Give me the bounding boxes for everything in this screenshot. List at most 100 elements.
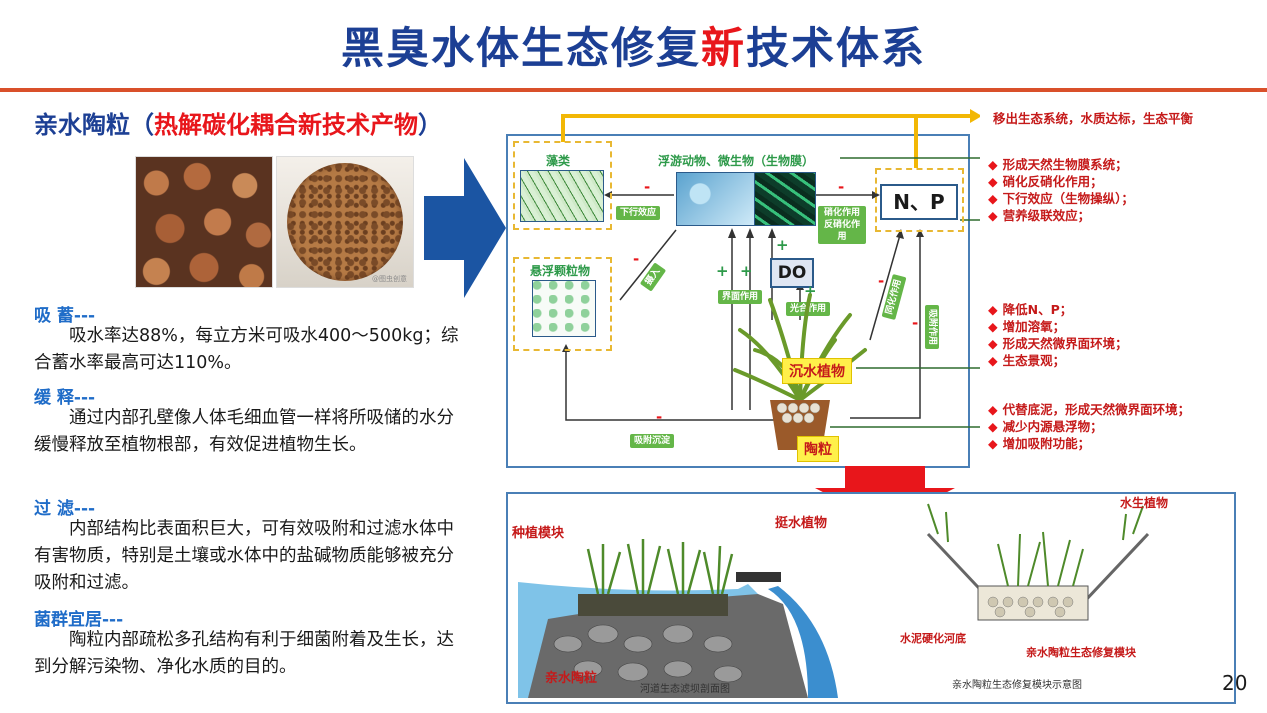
algae-group: [513, 141, 612, 230]
section-head-filter: 过 滤---: [34, 499, 96, 519]
aquatic-plant-label: 水生植物: [1120, 496, 1169, 510]
section-body-release: 通过内部孔壁像人体毛细血管一样将所吸储的水分缓慢释放至植物根部，有效促进植物生长…: [34, 408, 454, 455]
minus-sign: -: [633, 250, 640, 268]
note-item: ◆ 代替底泥，形成天然微界面环境；: [988, 401, 1190, 418]
minus-sign: -: [656, 408, 663, 426]
note-item: ◆形成天然生物膜系统；: [988, 156, 1134, 173]
notes-group-1: ◆形成天然生物膜系统； ◆ 硝化反硝化作用； ◆ 下行效应（生物操纵）； ◆ 营养级联…: [988, 156, 1134, 224]
plants-label: 沉水植物: [782, 358, 852, 384]
emergent-plant-label: 挺水植物: [775, 516, 828, 531]
note-item: ◆ 形成天然微界面环境；: [988, 335, 1128, 352]
diamond-icon: ◆: [988, 402, 998, 417]
ceramsite-disc: [287, 163, 403, 281]
section-body-bacteria: 陶粒内部疏松多孔结构有利于细菌附着及生长，达到分解污染物、净化水质的目的。: [34, 630, 454, 677]
plus-sign: +: [740, 262, 753, 280]
minus-sign: -: [912, 314, 919, 332]
note-text: 营养级联效应；: [1002, 208, 1091, 223]
ecosystem-diagram: [506, 134, 970, 468]
ceramsite-photo: [135, 156, 273, 288]
title-part2: 技术体系: [746, 24, 926, 74]
algae-image: [520, 170, 604, 222]
note-text: 降低N、P；: [1002, 302, 1073, 317]
plus-sign: +: [716, 262, 729, 280]
np-group: [875, 168, 964, 232]
np-label: N、P: [880, 184, 958, 220]
diamond-icon: ◆: [988, 191, 998, 206]
bacteria-image: [754, 172, 816, 226]
note-item: ◆ 营养级联效应；: [988, 207, 1134, 224]
note-item: ◆ 减少内源悬浮物；: [988, 418, 1190, 435]
plus-sign: +: [804, 282, 817, 300]
plankton-image: [676, 172, 755, 226]
suspended-group: [513, 257, 612, 351]
subtitle-end: ）: [418, 111, 442, 139]
suspended-label: 悬浮颗粒物: [530, 264, 591, 278]
note-text: 形成天然生物膜系统；: [1002, 157, 1128, 172]
note-text: 减少内源悬浮物；: [1002, 419, 1103, 434]
page-title: 黑臭水体生态修复新技术体系: [0, 14, 1267, 76]
subtitle-main: 亲水陶粒（: [34, 111, 154, 139]
note-item: ◆ 硝化反硝化作用；: [988, 173, 1134, 190]
note-item: ◆ 生态景观；: [988, 352, 1128, 369]
tag-adsorb: 吸附作用: [925, 304, 940, 350]
top-note: 移出生态系统，水质达标，生态平衡: [993, 111, 1194, 126]
river-section-illustration: [518, 503, 1150, 698]
module-label: 亲水陶粒生态修复模块: [1026, 646, 1136, 659]
notes-group-3: ◆ 代替底泥，形成天然微界面环境； ◆ 减少内源悬浮物； ◆ 增加吸附功能；: [988, 401, 1190, 452]
notes-group-2: ◆ 降低N、P； ◆ 增加溶氧； ◆ 形成天然微界面环境； ◆ 生态景观；: [988, 301, 1128, 369]
note-text: 增加溶氧；: [1002, 319, 1066, 334]
ceramsite-bottom-label: 亲水陶粒: [545, 671, 598, 686]
diamond-icon: ◆: [988, 174, 998, 189]
section-body-absorb: 吸水率达88%，每立方米可吸水400～500kg；综合蓄水率最高可达110%。: [34, 326, 459, 373]
caption-right: 亲水陶粒生态修复模块示意图: [952, 680, 1082, 691]
note-item: ◆ 下行效应（生物操纵）；: [988, 190, 1134, 207]
diamond-icon: ◆: [988, 419, 998, 434]
note-text: 下行效应（生物操纵）；: [1002, 191, 1134, 206]
tag-nitrif: 硝化作用: [823, 208, 860, 218]
title-part1: 黑臭水体生态修复: [341, 24, 701, 74]
plus-sign: +: [776, 236, 789, 254]
section-head-absorb: 吸 蓄---: [34, 306, 96, 326]
note-item: ◆ 增加吸附功能；: [988, 435, 1190, 452]
big-right-arrow-icon: [424, 158, 506, 298]
planting-module-label: 种植模块: [512, 526, 565, 541]
diamond-icon: ◆: [988, 436, 998, 451]
tag-downward: 下行效应: [616, 206, 661, 220]
section-body-filter: 内部结构比表面积巨大，可有效吸附和过滤水体中有害物质，特别是土壤或水体中的盐碱物…: [34, 519, 454, 593]
diamond-icon: ◆: [988, 336, 998, 351]
diamond-icon: ◆: [988, 319, 998, 334]
title-divider: [0, 88, 1267, 92]
tag-denitrif: 反硝化作用: [823, 220, 860, 242]
tag-settle: 吸附沉淀: [630, 434, 675, 448]
algae-label: 藻类: [546, 154, 571, 168]
suspended-image: [532, 280, 596, 337]
section-head-bacteria: 菌群宜居---: [34, 610, 124, 630]
note-text: 生态景观；: [1002, 353, 1066, 368]
subtitle-red: 热解碳化耦合新技术产物: [154, 111, 418, 139]
minus-sign: -: [838, 178, 845, 196]
minus-sign: -: [878, 272, 885, 290]
title-highlight: 新: [701, 24, 746, 74]
note-item: ◆ 降低N、P；: [988, 301, 1128, 318]
section-head-release: 缓 释---: [34, 388, 96, 408]
photo-watermark: @图虫创意: [372, 275, 407, 283]
plankton-label: 浮游动物、微生物（生物膜）: [658, 154, 815, 168]
ceramsite-section-photo: @图虫创意: [276, 156, 414, 288]
tag-interface: 界面作用: [718, 290, 763, 304]
note-text: 增加吸附功能；: [1002, 436, 1091, 451]
ceramsite-label: 陶粒: [797, 436, 839, 462]
do-label: DO: [770, 258, 814, 288]
diamond-icon: ◆: [988, 353, 998, 368]
note-text: 形成天然微界面环境；: [1002, 336, 1128, 351]
tag-nitrif-group: 硝化作用反硝化作用: [818, 206, 866, 244]
note-item: ◆ 增加溶氧；: [988, 318, 1128, 335]
concrete-bed-label: 水泥硬化河底: [900, 632, 966, 645]
minus-sign: -: [644, 178, 651, 196]
note-text: 硝化反硝化作用；: [1002, 174, 1103, 189]
note-text: 代替底泥，形成天然微界面环境；: [1002, 402, 1191, 417]
diamond-icon: ◆: [988, 302, 998, 317]
page-number: 20: [1222, 671, 1248, 695]
diamond-icon: ◆: [988, 208, 998, 223]
subtitle: 亲水陶粒（热解碳化耦合新技术产物）: [34, 105, 442, 140]
caption-left: 河道生态滤坝剖面图: [640, 684, 730, 695]
